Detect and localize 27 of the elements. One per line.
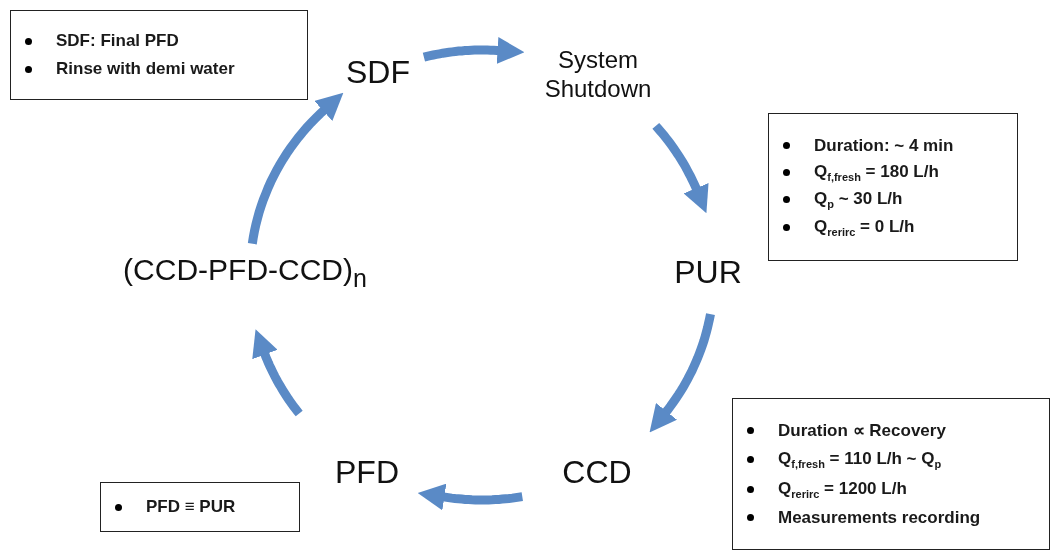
note-text: Q$_{p}$ ~ 30 L/h	[814, 189, 903, 211]
stage-label: System Shutdown	[528, 46, 668, 104]
note-text: Q$_{rerirc}$ = 1200 L/h	[778, 478, 907, 500]
stage-label: (CCD-PFD-CCD)$_{n}$	[123, 251, 367, 293]
note-text: SDF: Final PFD	[56, 31, 179, 51]
note-text: Q$_{rerirc}$ = 0 L/h	[814, 216, 915, 239]
note-text: Q$_{f,fresh}$ = 180 L/h	[814, 161, 939, 184]
note-text: Measurements recording	[778, 507, 981, 528]
curved-arrow	[252, 329, 303, 417]
note-text: Duration ∝ Recovery	[778, 420, 946, 442]
note-box	[732, 398, 1050, 550]
curved-arrow	[247, 92, 344, 245]
note-box	[768, 113, 1018, 261]
note-text: Duration: ~ 4 min	[814, 135, 954, 156]
note-text: Rinse with demi water	[56, 59, 235, 79]
stage-label: SDF	[346, 52, 410, 92]
curved-arrow	[422, 37, 525, 64]
stage-label: CCD	[562, 452, 632, 492]
curved-arrow	[649, 313, 715, 433]
stage-label: PUR	[674, 252, 742, 292]
stage-label: PFD	[335, 452, 399, 492]
curved-arrow	[652, 122, 709, 214]
note-box	[10, 10, 308, 100]
note-text: Q$_{f,fresh}$ = 110 L/h ~ Q$_{p}$	[778, 449, 942, 471]
note-text: PFD ≡ PUR	[146, 497, 236, 517]
curved-arrow	[417, 483, 524, 511]
note-box	[100, 482, 300, 532]
